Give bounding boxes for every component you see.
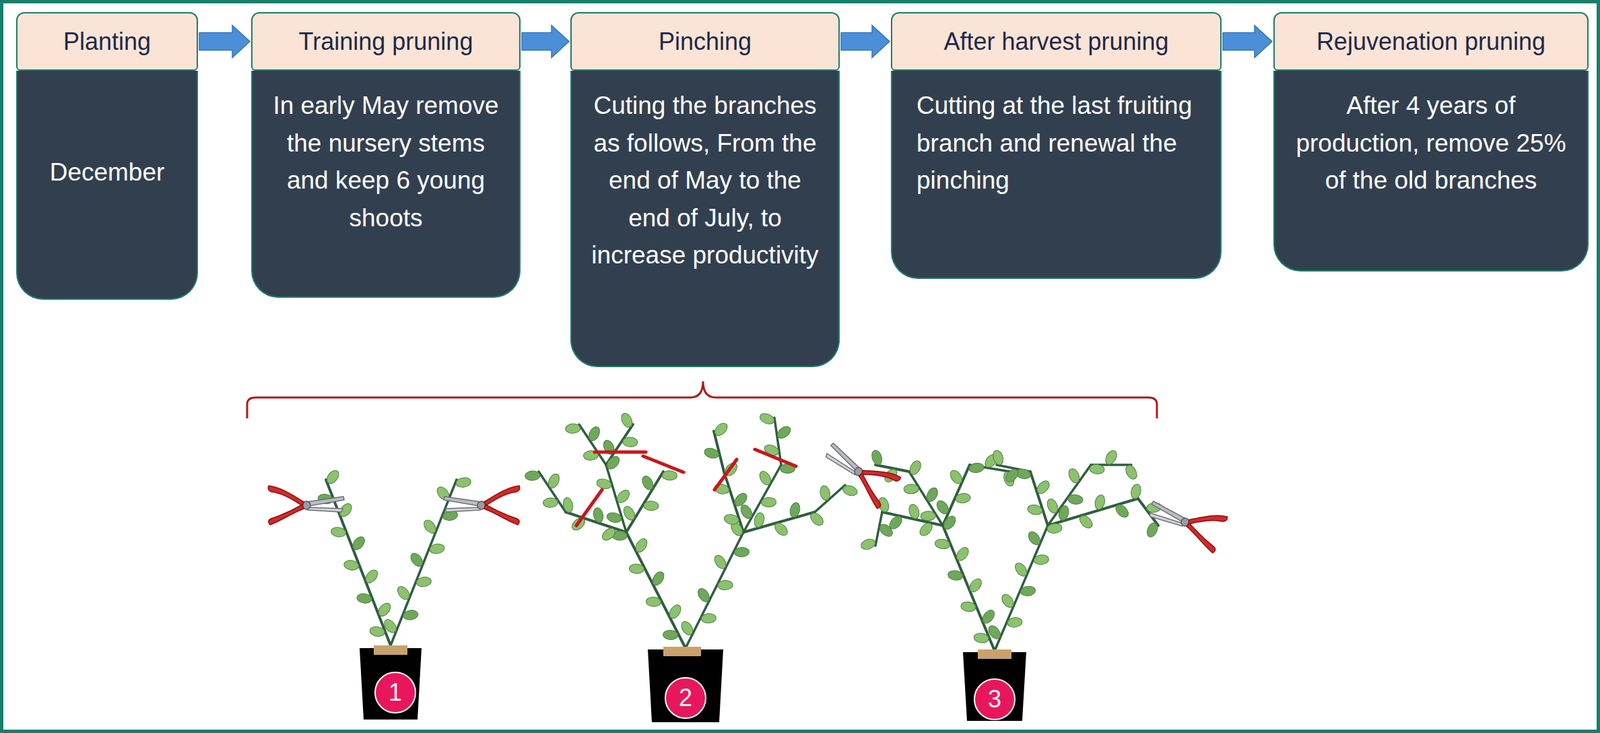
- stage-heading: Rejuvenation pruning: [1273, 12, 1589, 71]
- callout-number: 3: [974, 678, 1015, 720]
- flow-arrow: [1222, 25, 1273, 58]
- flow-arrow: [521, 25, 570, 58]
- flow-arrow: [199, 25, 250, 58]
- stage-description: In early May remove the nursery stems an…: [251, 70, 521, 298]
- stage-description: Cuting the branches as follows, From the…: [570, 70, 840, 368]
- stage-heading: Training pruning: [251, 12, 521, 71]
- stage-box: PlantingDecember: [16, 12, 198, 300]
- stage-box: After harvest pruningCutting at the last…: [890, 12, 1222, 279]
- stage-description: Cutting at the last fruiting branch and …: [890, 70, 1222, 279]
- stage-box: Training pruningIn early May remove the …: [251, 12, 521, 298]
- stage-box: Rejuvenation pruningAfter 4 years of pro…: [1273, 12, 1589, 272]
- stage-description: After 4 years of production, remove 25% …: [1273, 70, 1589, 272]
- callout-number: 1: [375, 672, 416, 713]
- stage-heading: Pinching: [570, 12, 840, 71]
- callout-number: 2: [665, 677, 706, 718]
- stage-heading: Planting: [16, 12, 198, 71]
- flow-arrow: [841, 25, 890, 58]
- stage-description: December: [16, 70, 198, 300]
- stage-box: PinchingCuting the branches as follows, …: [570, 12, 840, 368]
- stage-heading: After harvest pruning: [890, 12, 1222, 71]
